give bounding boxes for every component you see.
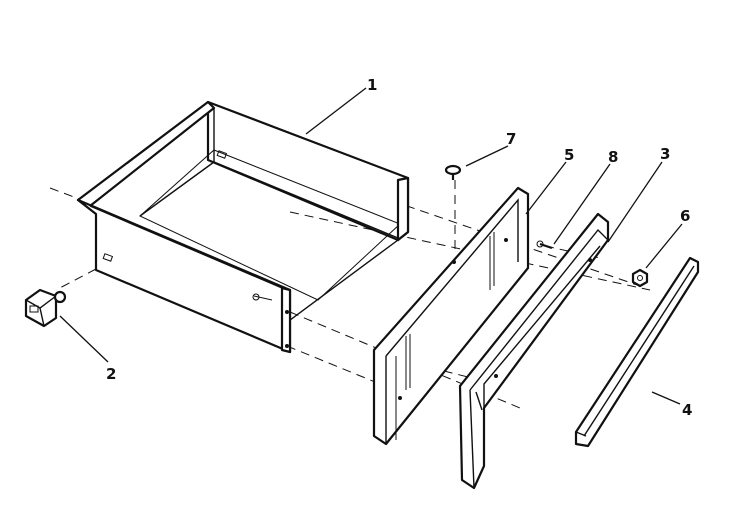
callout-8: 8: [608, 148, 618, 166]
callout-5: 5: [564, 146, 574, 164]
callouts: 1 2 3 4 5 6 7 8: [106, 76, 692, 419]
drawer-body: [76, 100, 410, 354]
callout-7: 7: [506, 130, 516, 148]
callout-2: 2: [106, 365, 116, 383]
drawer-front-panel: [458, 212, 610, 490]
nut: [631, 268, 649, 288]
screw-top: [444, 164, 462, 180]
screw-side: [536, 240, 553, 250]
front-inner-panel: [372, 186, 530, 446]
callout-6: 6: [680, 207, 690, 225]
drawer-roller: [24, 288, 67, 328]
leader-lines: [59, 87, 683, 405]
handle-rail: [574, 256, 700, 448]
callout-1: 1: [367, 76, 377, 94]
callout-4: 4: [682, 401, 692, 419]
callout-3: 3: [660, 145, 670, 163]
